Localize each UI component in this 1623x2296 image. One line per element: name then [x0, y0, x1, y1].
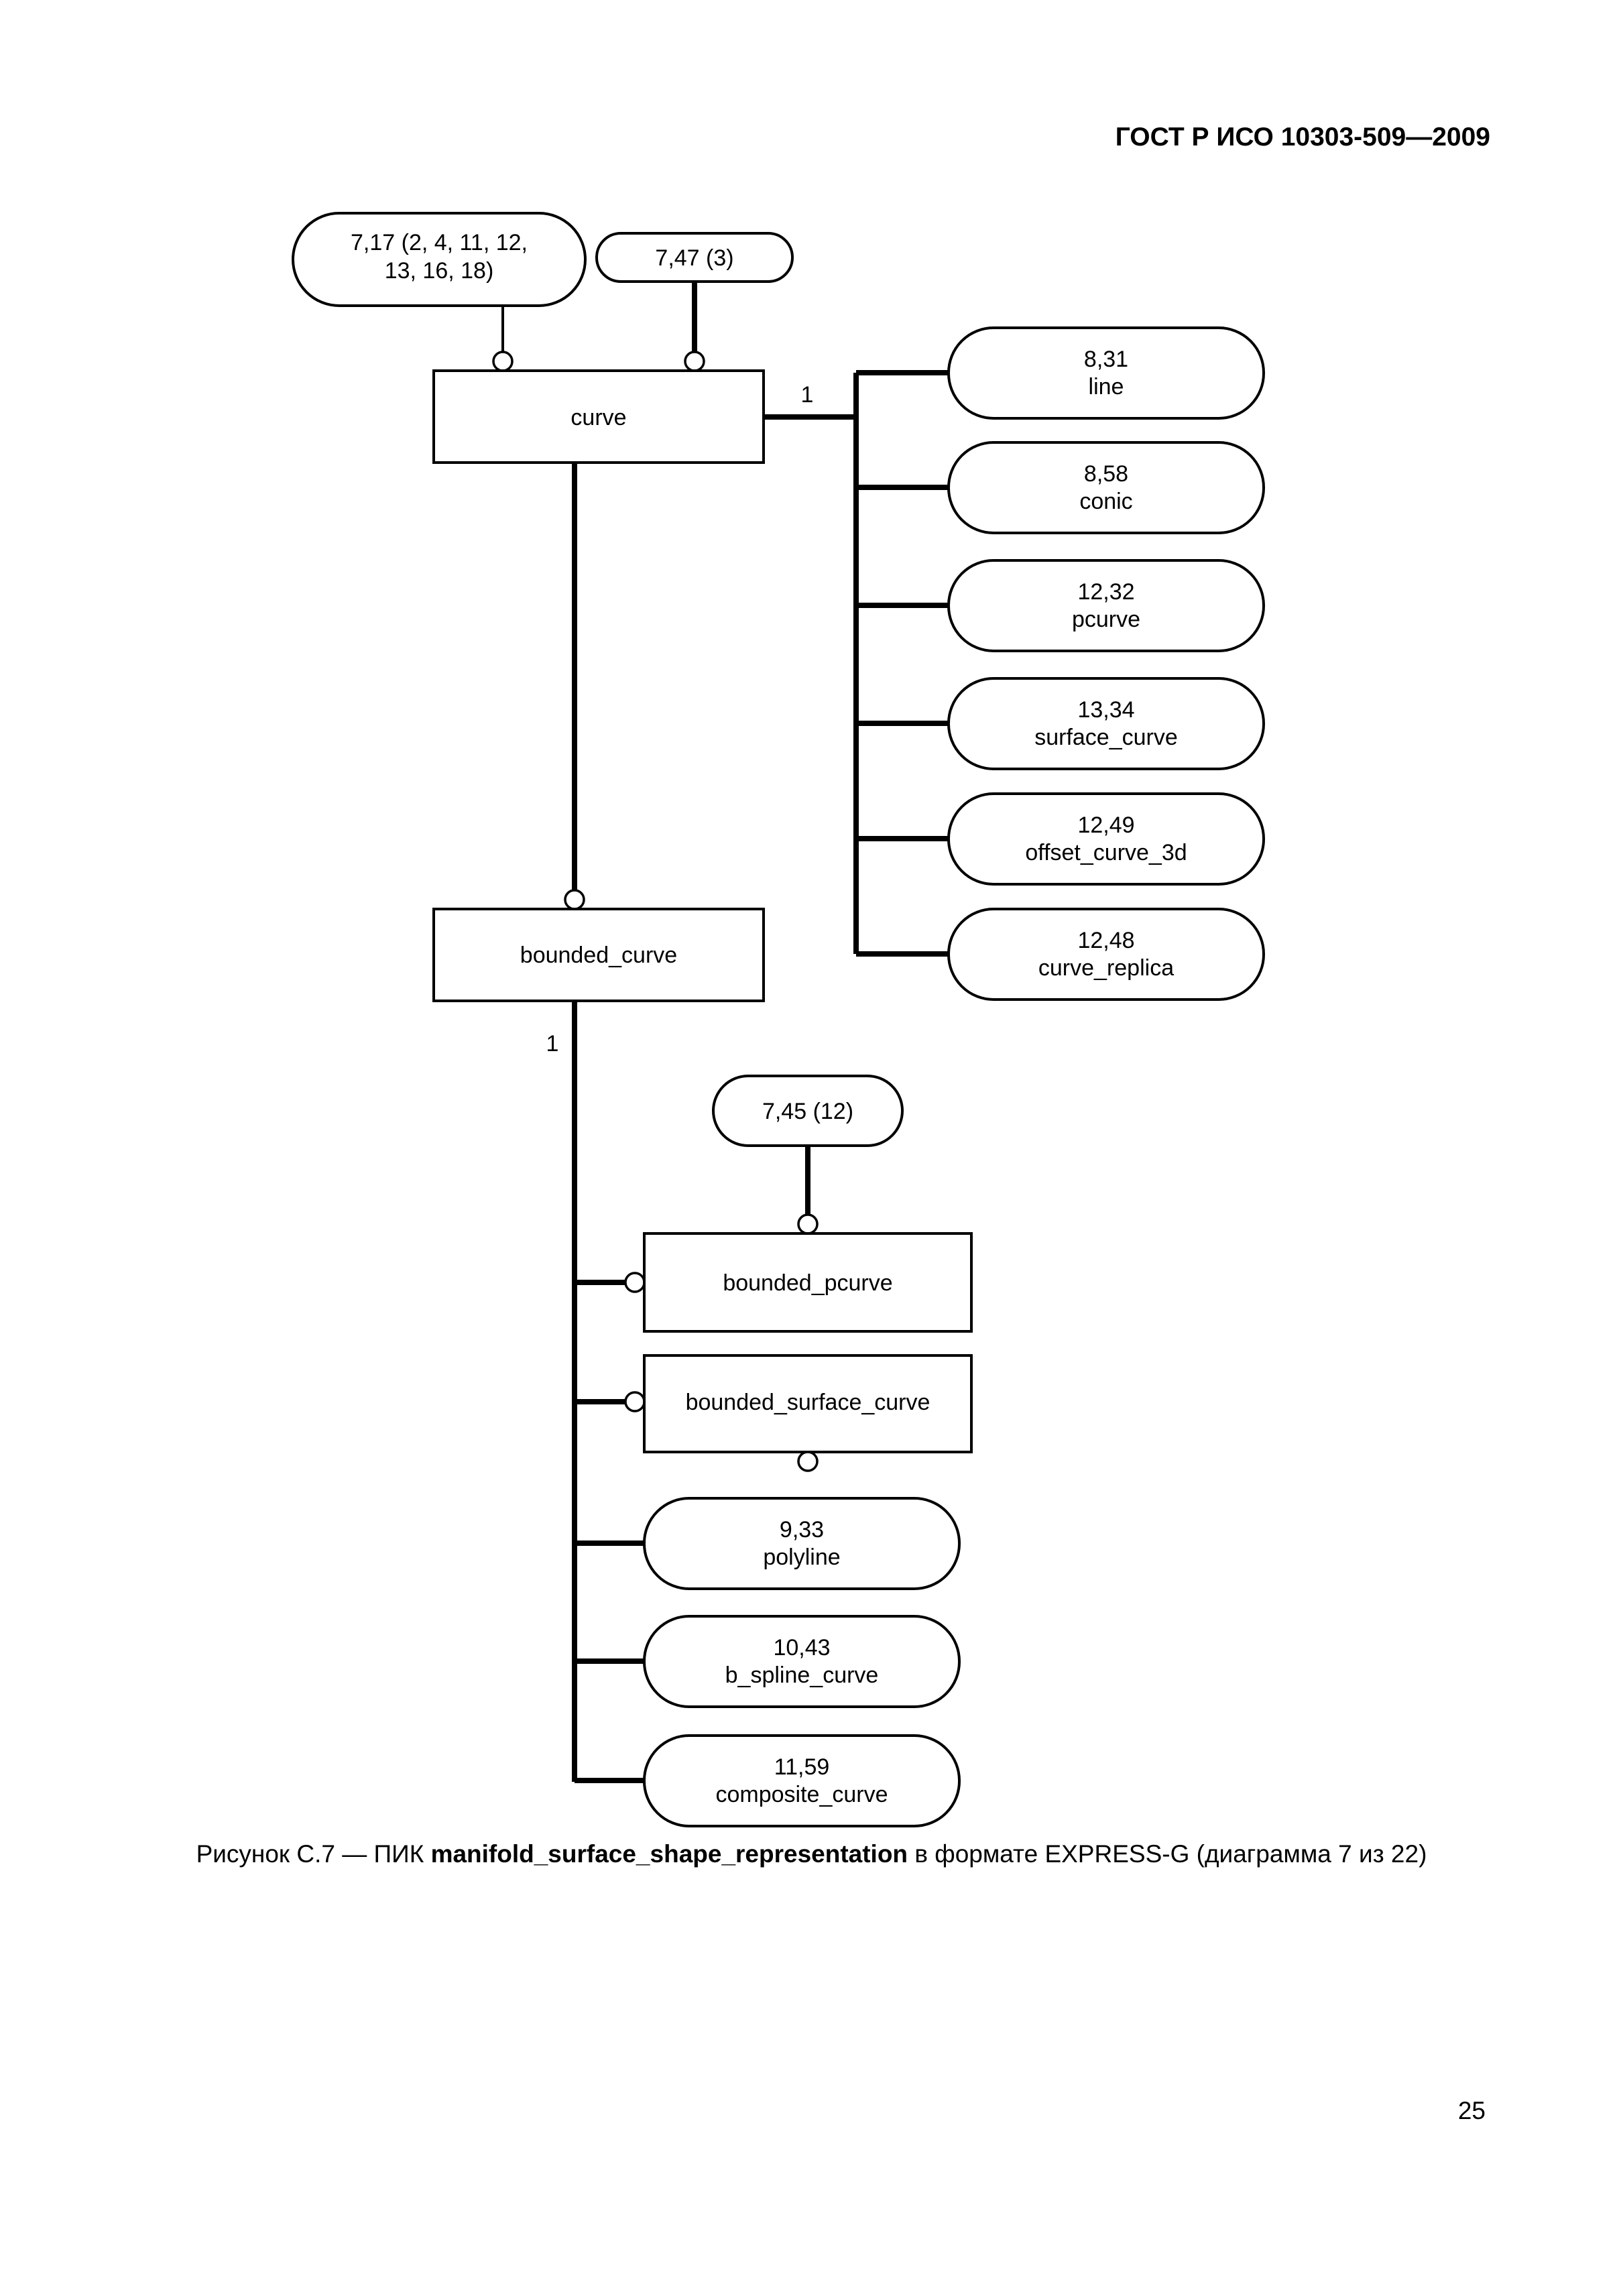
- subtype-conic-ref: 8,58: [1084, 461, 1128, 487]
- subtype-surface-curve-name: surface_curve: [1034, 725, 1178, 750]
- ref-7-47-label: 7,47 (3): [655, 245, 733, 271]
- entity-bounded-curve-label: bounded_curve: [520, 943, 677, 968]
- subtype-offset-curve-3d-ref: 12,49: [1077, 812, 1134, 838]
- ref-box-7-45: 7,45 (12): [712, 1075, 904, 1147]
- subtype-surface-curve: 13,34 surface_curve: [947, 677, 1265, 770]
- relationship-circle: [684, 351, 705, 372]
- ref-7-17-line2: 13, 16, 18): [385, 258, 494, 284]
- subtype-curve-replica: 12,48 curve_replica: [947, 908, 1265, 1001]
- subtype-surface-curve-ref: 13,34: [1077, 697, 1134, 723]
- subtype-composite-curve-name: composite_curve: [715, 1782, 888, 1807]
- caption-suffix: в формате EXPRESS-G (диаграмма 7 из 22): [908, 1840, 1427, 1868]
- figure-caption: Рисунок С.7 — ПИК manifold_surface_shape…: [0, 1840, 1623, 1868]
- cardinality-bounded-curve: 1: [546, 1031, 559, 1056]
- subtype-curve-replica-name: curve_replica: [1038, 955, 1174, 981]
- entity-bounded-pcurve-label: bounded_pcurve: [723, 1270, 892, 1296]
- subtype-composite-curve-ref: 11,59: [774, 1754, 830, 1780]
- subtype-conic: 8,58 conic: [947, 441, 1265, 534]
- subtype-composite-curve: 11,59 composite_curve: [643, 1734, 961, 1827]
- entity-curve-label: curve: [570, 405, 626, 430]
- relationship-circle: [564, 889, 585, 910]
- subtype-line-name: line: [1089, 374, 1124, 400]
- relationship-circle: [492, 351, 514, 372]
- subtype-curve-replica-ref: 12,48: [1077, 928, 1134, 953]
- relationship-circle: [797, 1213, 819, 1235]
- relationship-circle: [624, 1272, 646, 1293]
- subtype-pcurve-ref: 12,32: [1077, 579, 1134, 605]
- page-number: 25: [1457, 2097, 1486, 2124]
- ref-box-7-17: 7,17 (2, 4, 11, 12, 13, 16, 18): [292, 212, 587, 307]
- subtype-conic-name: conic: [1079, 489, 1132, 514]
- subtype-b-spline-curve: 10,43 b_spline_curve: [643, 1615, 961, 1708]
- subtype-polyline-ref: 9,33: [780, 1517, 824, 1543]
- ref-7-45-label: 7,45 (12): [762, 1099, 853, 1124]
- entity-bounded-curve: bounded_curve: [432, 908, 765, 1002]
- subtype-pcurve: 12,32 pcurve: [947, 559, 1265, 652]
- cardinality-curve: 1: [801, 382, 814, 408]
- subtype-offset-curve-3d: 12,49 offset_curve_3d: [947, 792, 1265, 886]
- subtype-polyline: 9,33 polyline: [643, 1497, 961, 1590]
- subtype-offset-curve-3d-name: offset_curve_3d: [1025, 840, 1187, 865]
- entity-bounded-pcurve: bounded_pcurve: [643, 1232, 973, 1333]
- ref-7-17-line1: 7,17 (2, 4, 11, 12,: [351, 230, 528, 255]
- entity-bounded-surface-curve-label: bounded_surface_curve: [686, 1390, 930, 1415]
- subtype-line-ref: 8,31: [1084, 347, 1128, 372]
- caption-prefix: Рисунок С.7 — ПИК: [196, 1840, 431, 1868]
- relationship-circle: [624, 1391, 646, 1412]
- subtype-pcurve-name: pcurve: [1072, 607, 1140, 632]
- document-header: ГОСТ Р ИСО 10303-509—2009: [1115, 123, 1490, 152]
- ref-box-7-47: 7,47 (3): [595, 232, 794, 283]
- subtype-b-spline-curve-ref: 10,43: [773, 1635, 830, 1660]
- entity-bounded-surface-curve: bounded_surface_curve: [643, 1354, 973, 1453]
- entity-curve: curve: [432, 369, 765, 464]
- subtype-b-spline-curve-name: b_spline_curve: [725, 1663, 879, 1688]
- relationship-circle: [797, 1451, 819, 1472]
- subtype-polyline-name: polyline: [763, 1545, 840, 1570]
- caption-bold-term: manifold_surface_shape_representation: [430, 1840, 908, 1868]
- subtype-line: 8,31 line: [947, 326, 1265, 420]
